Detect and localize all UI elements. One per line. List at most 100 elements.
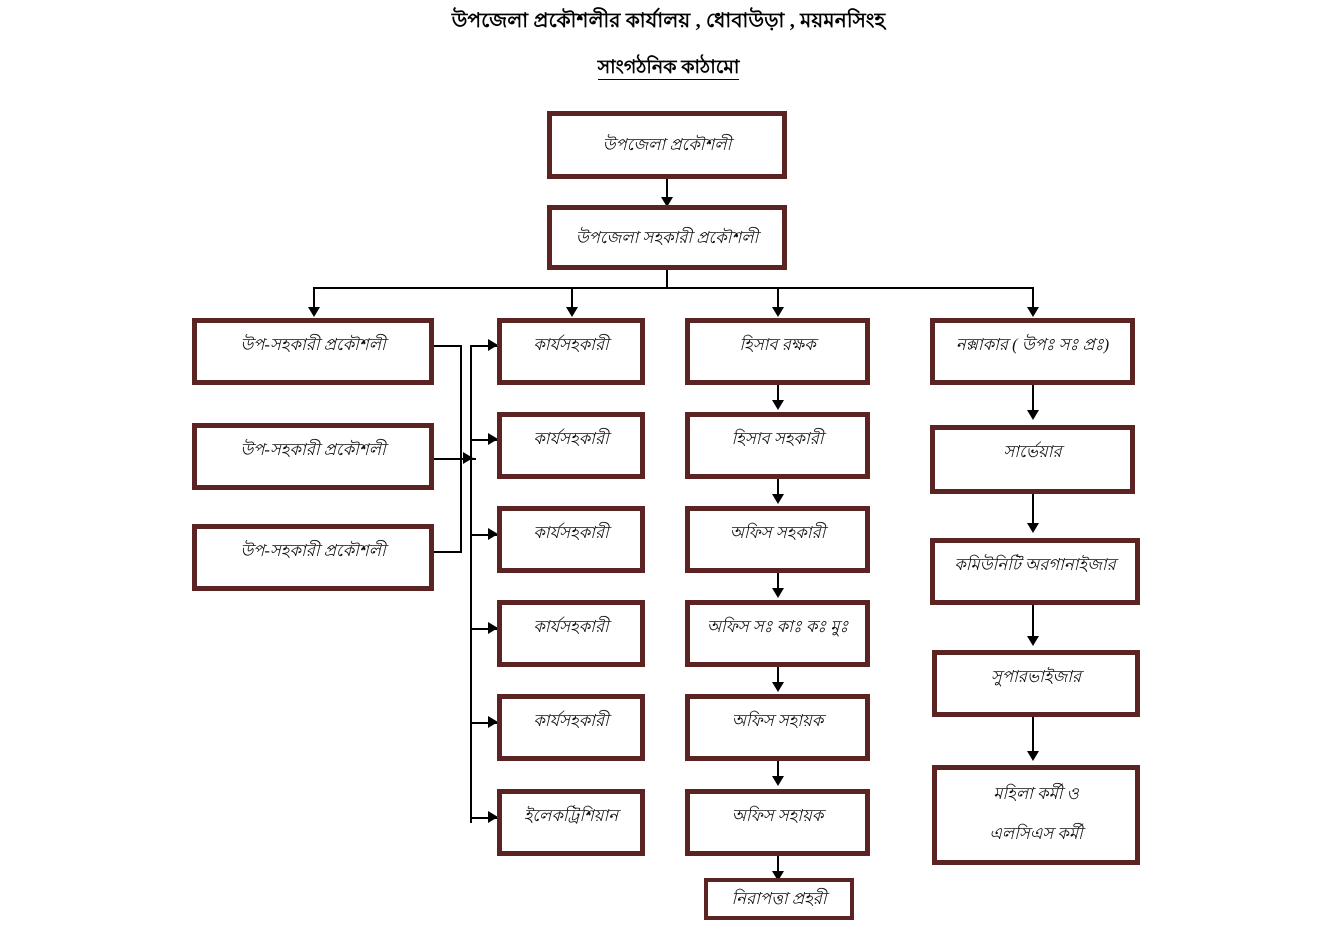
- connector-c1b-stub: [434, 458, 462, 460]
- arrowhead-n1-n2: [661, 197, 673, 207]
- arrowhead-c4d: [1027, 636, 1039, 646]
- connector-col2-bus: [470, 345, 472, 823]
- connector-c4c-c4d: [1032, 605, 1034, 640]
- node-label: উপ-সহকারী প্রকৌশলী: [240, 541, 386, 560]
- node-label-line-1: মহিলা কর্মী ও: [993, 784, 1079, 803]
- node-label: অফিস সহকারী: [729, 523, 826, 542]
- arrowhead-c3f: [772, 776, 784, 786]
- arrowhead-c2e: [488, 716, 498, 728]
- arrowhead-c4b: [1027, 410, 1039, 420]
- node-label: সার্ভেয়ার: [1003, 442, 1062, 461]
- node-office-assistant[interactable]: অফিস সহকারী: [685, 506, 870, 573]
- node-community-organizer[interactable]: কমিউনিটি অরগানাইজার: [930, 538, 1140, 605]
- node-label: উপ-সহকারী প্রকৌশলী: [240, 440, 386, 459]
- node-sub-assistant-engineer-2[interactable]: উপ-সহকারী প্রকৌশলী: [192, 423, 434, 490]
- page-title: উপজেলা প্রকৌশলীর কার্যালয় , ধোবাউড়া , …: [451, 10, 886, 32]
- connector-drop-col4: [1032, 287, 1034, 313]
- node-sub-assistant-engineer-1[interactable]: উপ-সহকারী প্রকৌশলী: [192, 318, 434, 385]
- arrowhead-c4e: [1027, 751, 1039, 761]
- node-label: নক্সাকার ( উপঃ সঃ প্রঃ): [955, 335, 1110, 354]
- node-upazila-engineer[interactable]: উপজেলা প্রকৌশলী: [547, 111, 787, 179]
- connector-bus-to-c2e: [470, 722, 498, 724]
- connector-c3d-c3e: [777, 667, 779, 686]
- connector-c1c-stub: [434, 551, 462, 553]
- node-label: হিসাব রক্ষক: [739, 335, 816, 354]
- connector-c4a-c4b: [1032, 385, 1034, 414]
- node-security-guard[interactable]: নিরাপত্তা প্রহরী: [704, 878, 854, 920]
- connector-c4b-c4c: [1032, 494, 1034, 527]
- node-label: অফিস সহায়ক: [731, 711, 824, 730]
- node-sub-assistant-engineer-3[interactable]: উপ-সহকারী প্রকৌশলী: [192, 524, 434, 591]
- node-electrician[interactable]: ইলেকট্রিশিয়ান: [497, 789, 645, 856]
- node-accountant[interactable]: হিসাব রক্ষক: [685, 318, 870, 385]
- node-label: উপজেলা প্রকৌশলী: [602, 135, 732, 155]
- node-surveyor[interactable]: সার্ভেয়ার: [930, 425, 1135, 494]
- arrowhead-c2d: [488, 622, 498, 634]
- connector-bus-to-c2a: [470, 345, 498, 347]
- connector-c4d-c4e: [1032, 717, 1034, 755]
- node-label: কার্যসহকারী: [533, 335, 609, 354]
- node-label: কমিউনিটি অরগানাইজার: [954, 555, 1116, 574]
- node-label: সুপারভাইজার: [990, 667, 1082, 686]
- connector-drop-col2: [571, 287, 573, 313]
- connector-c1-bracket: [460, 345, 462, 552]
- arrowhead-c2c: [488, 528, 498, 540]
- arrowhead-c2f: [488, 811, 498, 823]
- arrowhead-c3e: [772, 682, 784, 692]
- page-subtitle-text: সাংগঠনিক কাঠামো: [597, 57, 740, 80]
- connector-c1a-stub: [434, 345, 462, 347]
- node-work-assistant-4[interactable]: কার্যসহকারী: [497, 600, 645, 667]
- node-work-assistant-3[interactable]: কার্যসহকারী: [497, 506, 645, 573]
- connector-distribution-bus: [313, 287, 1033, 289]
- node-label: অফিস সহায়ক: [731, 806, 824, 825]
- connector-n2-stem: [666, 270, 668, 288]
- node-office-support-staff-1[interactable]: অফিস সহায়ক: [685, 694, 870, 761]
- arrowhead-c4c: [1027, 523, 1039, 533]
- node-label: অফিস সঃ কাঃ কঃ মুঃ: [706, 617, 849, 636]
- connector-n1-n2: [666, 179, 668, 203]
- node-label-line-2: এলসিএস কর্মী: [989, 823, 1083, 843]
- node-office-support-staff-2[interactable]: অফিস সহায়ক: [685, 789, 870, 856]
- connector-c3a-c3b: [777, 385, 779, 404]
- node-label: কার্যসহকারী: [533, 429, 609, 448]
- node-supervisor[interactable]: সুপারভাইজার: [932, 650, 1140, 717]
- connector-drop-col1: [313, 287, 315, 313]
- node-label: কার্যসহকারী: [533, 711, 609, 730]
- connector-bus-to-c2c: [470, 534, 498, 536]
- connector-c3f-c3g: [777, 856, 779, 875]
- node-office-sohokari-computer-operator[interactable]: অফিস সঃ কাঃ কঃ মুঃ: [685, 600, 870, 667]
- connector-c3e-c3f: [777, 761, 779, 780]
- node-work-assistant-2[interactable]: কার্যসহকারী: [497, 412, 645, 479]
- arrowhead-c3g: [772, 871, 784, 881]
- node-label: কার্যসহকারী: [533, 617, 609, 636]
- node-work-assistant-1[interactable]: কার্যসহকারী: [497, 318, 645, 385]
- node-work-assistant-5[interactable]: কার্যসহকারী: [497, 694, 645, 761]
- arrowhead-c2b: [488, 433, 498, 445]
- connector-c3c-c3d: [777, 573, 779, 592]
- connector-bus-to-c2b: [470, 439, 498, 441]
- node-label: ইলেকট্রিশিয়ান: [523, 806, 619, 825]
- arrowhead-drop-col3: [772, 307, 784, 317]
- node-accounts-assistant[interactable]: হিসাব সহকারী: [685, 412, 870, 479]
- arrowhead-c3c: [772, 494, 784, 504]
- arrowhead-drop-col2: [566, 307, 578, 317]
- node-label: উপ-সহকারী প্রকৌশলী: [240, 335, 386, 354]
- node-draftsman[interactable]: নক্সাকার ( উপঃ সঃ প্রঃ): [930, 318, 1135, 385]
- node-label: উপজেলা সহকারী প্রকৌশলী: [575, 227, 759, 247]
- connector-bus-to-c2f: [470, 817, 498, 819]
- connector-drop-col3: [777, 287, 779, 313]
- node-upazila-assistant-engineer[interactable]: উপজেলা সহকারী প্রকৌশলী: [547, 205, 787, 270]
- arrowhead-c2a: [488, 339, 498, 351]
- node-label: নিরাপত্তা প্রহরী: [731, 889, 827, 909]
- node-label: হিসাব সহকারী: [731, 429, 824, 448]
- arrowhead-drop-col4: [1027, 307, 1039, 317]
- node-female-worker-and-lcs-worker[interactable]: মহিলা কর্মী ও এলসিএস কর্মী: [932, 765, 1140, 865]
- arrowhead-c1-merge: [463, 452, 473, 464]
- node-label: মহিলা কর্মী ও এলসিএস কর্মী: [937, 770, 1135, 846]
- arrowhead-drop-col1: [308, 307, 320, 317]
- connector-bus-to-c2d: [470, 628, 498, 630]
- connector-c3b-c3c: [777, 479, 779, 498]
- arrowhead-c3b: [772, 400, 784, 410]
- arrowhead-c3d: [772, 588, 784, 598]
